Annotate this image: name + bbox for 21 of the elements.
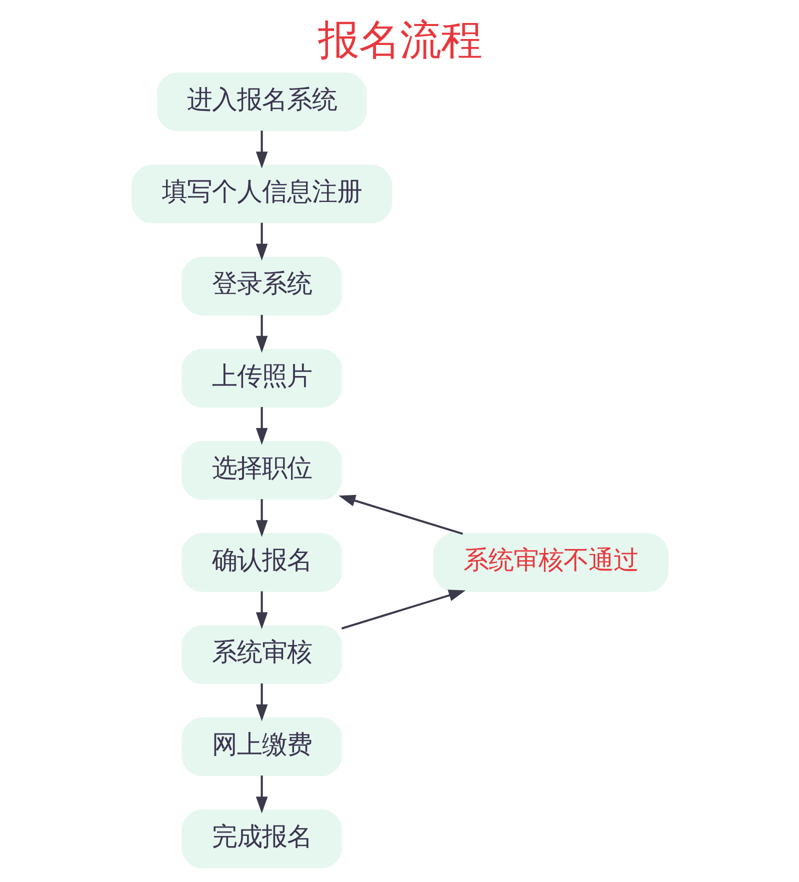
arrow [255, 222, 268, 261]
arrow [255, 683, 268, 722]
node-box: 确认报名 [181, 533, 342, 592]
node-box: 登录系统 [181, 256, 342, 316]
node-box: 系统审核 [181, 625, 342, 684]
node-box: 选择职位 [181, 441, 342, 500]
node-box: 网上缴费 [181, 717, 342, 776]
arrow [338, 494, 463, 535]
arrow [340, 590, 466, 630]
arrow [255, 314, 268, 353]
arrow [255, 776, 268, 814]
node-box: 完成报名 [181, 810, 342, 868]
arrow [255, 130, 268, 169]
arrow [255, 499, 268, 538]
node-box: 系统审核不通过 [432, 533, 668, 592]
node-box: 填写个人信息注册 [131, 164, 392, 224]
diagram-title: 报名流程 [318, 16, 482, 64]
node-box: 上传照片 [181, 348, 342, 408]
node-box: 进入报名系统 [156, 72, 366, 132]
arrow [255, 591, 268, 630]
arrow [255, 407, 268, 445]
